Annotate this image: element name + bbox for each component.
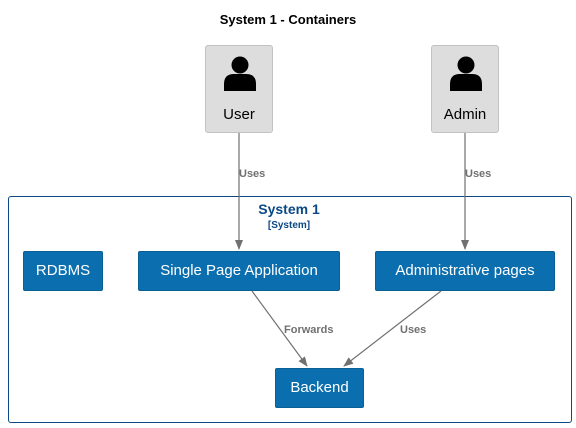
- container-spa-label: Single Page Application: [160, 262, 318, 279]
- person-user-label: User: [223, 106, 255, 123]
- edge-spa-to-backend[interactable]: Forwards: [251, 290, 334, 367]
- system-boundary: [8, 196, 572, 423]
- edge-user-to-spa[interactable]: Uses: [235, 133, 265, 250]
- person-icon: [450, 56, 482, 91]
- person-user[interactable]: User: [205, 45, 273, 133]
- system-name: System 1: [258, 201, 320, 217]
- container-rdbms-label: RDBMS: [35, 262, 91, 279]
- diagram-title: System 1 - Containers: [219, 12, 357, 27]
- edge-label-user-uses: Uses: [239, 168, 265, 180]
- person-icon: [224, 56, 256, 91]
- container-backend[interactable]: Backend: [275, 368, 364, 408]
- person-admin[interactable]: Admin: [431, 45, 499, 133]
- edge-admin-pages-to-backend[interactable]: Uses: [343, 290, 442, 367]
- edge-label-admin-uses: Uses: [465, 168, 491, 180]
- person-admin-label: Admin: [443, 106, 487, 123]
- edge-admin-to-admin-pages[interactable]: Uses: [461, 133, 491, 250]
- container-rdbms[interactable]: RDBMS: [23, 251, 103, 291]
- edge-label-forwards: Forwards: [284, 324, 334, 336]
- container-single-page-application[interactable]: Single Page Application: [138, 251, 340, 291]
- edge-label-admin-pages-uses: Uses: [400, 324, 426, 336]
- container-administrative-pages[interactable]: Administrative pages: [375, 251, 555, 291]
- system-type: [System]: [267, 220, 311, 231]
- container-backend-label: Backend: [290, 379, 349, 396]
- container-admin-pages-label: Administrative pages: [395, 262, 535, 279]
